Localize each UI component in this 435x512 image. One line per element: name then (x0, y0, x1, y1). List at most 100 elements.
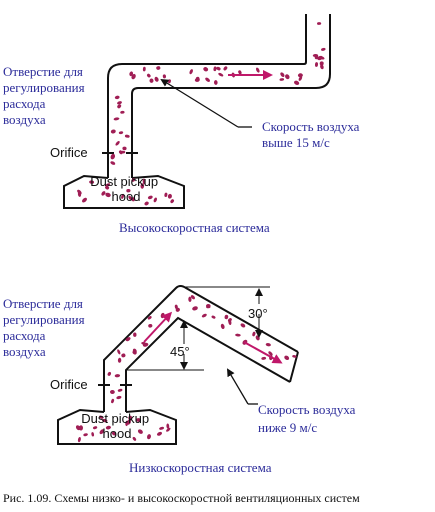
dust-particle (192, 306, 198, 311)
top-orifice-note-line-2: регулирования (3, 80, 85, 95)
dust-particle (256, 67, 260, 73)
dust-particle (216, 66, 221, 71)
dust-particle (105, 192, 111, 198)
dust-particle (206, 303, 211, 308)
dust-particle (99, 415, 104, 419)
bottom-hood-label-line-1: Dust pickup (81, 411, 149, 426)
dust-particle (118, 131, 124, 135)
dust-particle (220, 323, 225, 330)
dust-particle (255, 335, 260, 341)
dust-particle (105, 425, 111, 430)
bottom-angle-30-label: 30° (248, 306, 268, 321)
top-orifice-note-line-4: воздуха (3, 112, 46, 127)
dust-particle (126, 419, 131, 425)
dust-particle (111, 398, 115, 404)
dust-particle (110, 161, 116, 165)
dust-particle (314, 62, 319, 67)
dust-particle (117, 349, 121, 355)
dust-particle (238, 70, 242, 75)
top-duct-outer-wall (107, 14, 307, 178)
dust-particle (160, 312, 165, 319)
dust-particle (140, 183, 145, 189)
dust-particle (144, 201, 149, 206)
bottom-dust-pickup-hood (57, 408, 177, 445)
dust-particle (201, 313, 207, 318)
dust-particle (317, 55, 323, 61)
dust-particle (83, 433, 88, 437)
dust-particle (280, 72, 285, 77)
dust-particle (115, 141, 120, 146)
top-dust-pickup-hood (63, 174, 185, 209)
dust-particle (124, 134, 130, 138)
top-hood-label-line-2: hood (112, 189, 141, 204)
dust-particle (312, 53, 319, 58)
high-speed-system: Отверстие для регулирования расхода возд… (3, 14, 363, 235)
dust-particle (132, 436, 137, 441)
dust-particle (92, 426, 98, 430)
dust-particle (170, 199, 174, 204)
dust-particle (121, 193, 125, 199)
dust-particle (146, 73, 151, 78)
dust-particle (319, 61, 324, 66)
dust-particle (149, 78, 154, 83)
dust-particle (213, 80, 218, 85)
dust-particle (213, 66, 217, 72)
dust-particle (89, 180, 95, 184)
dust-particle (317, 22, 322, 25)
bottom-speed-note-line-2: ниже 9 м/с (258, 420, 317, 435)
top-hood-label-line-1: Dust pickup (90, 174, 158, 189)
dust-particle (113, 117, 120, 121)
dust-particle (105, 185, 110, 190)
bottom-duct-inner-wall (125, 316, 291, 412)
dust-particle (122, 146, 127, 151)
dust-particle (77, 436, 81, 443)
dust-particle (125, 337, 131, 342)
bottom-flow-arrow-down (243, 341, 283, 364)
dust-particle (114, 374, 121, 378)
dust-particle (117, 104, 122, 109)
top-orifice-note: Отверстие для регулирования расхода возд… (3, 64, 88, 127)
bottom-orifice-note-line-4: воздуха (3, 344, 46, 359)
dust-particle (120, 110, 125, 114)
dust-particle (240, 323, 246, 328)
dust-particle (110, 153, 116, 160)
dust-particle (162, 74, 167, 79)
dust-particle (118, 150, 123, 155)
dust-particle (279, 78, 285, 81)
bottom-hood-label: Dust pickup hood (81, 411, 153, 441)
bottom-orifice-note: Отверстие для регулирования расхода возд… (3, 296, 88, 359)
dust-particle (320, 64, 324, 70)
dust-particle (218, 72, 224, 77)
dust-particle (101, 191, 106, 196)
bottom-speed-pointer (226, 368, 249, 405)
dust-particle (156, 66, 161, 70)
top-duct-inner-wall (131, 14, 331, 178)
dust-particle (121, 353, 126, 358)
dust-particle (294, 80, 300, 85)
dust-particle (227, 318, 232, 322)
dust-particle (101, 418, 108, 423)
bottom-duct-end-cap (289, 351, 299, 383)
dust-particle (132, 348, 137, 354)
dust-particle (261, 356, 267, 360)
dust-particle (131, 178, 136, 182)
top-speed-note: Скорость воздуха выше 15 м/с (262, 119, 363, 150)
dust-particle (133, 332, 137, 337)
dust-particle (117, 388, 123, 392)
dust-particle (99, 429, 105, 435)
dust-particle (159, 426, 165, 430)
top-orifice-note-line-1: Отверстие для (3, 64, 83, 79)
dust-particle (211, 315, 216, 319)
dust-particle (164, 192, 168, 197)
dust-particle (137, 429, 143, 434)
dust-particle (110, 129, 116, 134)
dust-particle (292, 355, 297, 358)
top-orifice-label: Orifice (50, 145, 88, 160)
dust-particle (142, 178, 146, 185)
dust-particle (205, 77, 210, 82)
dust-particle (114, 95, 120, 100)
dust-particle (284, 355, 290, 361)
dust-particle (148, 323, 153, 328)
dust-particle (174, 304, 178, 309)
bottom-orifice-note-line-1: Отверстие для (3, 296, 83, 311)
